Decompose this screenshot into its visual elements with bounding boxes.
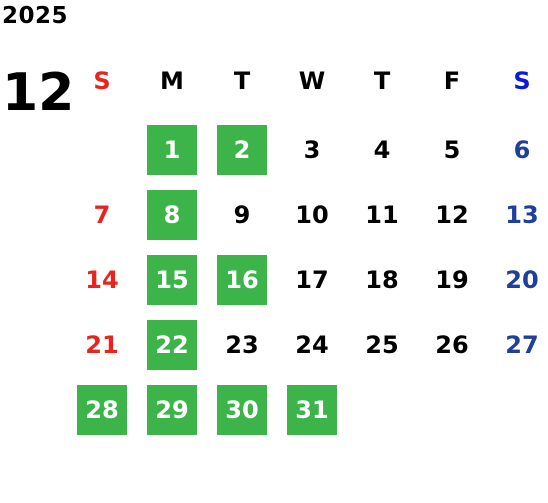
calendar-year: 2025 bbox=[2, 3, 69, 29]
day-cell-29[interactable]: 29 bbox=[147, 385, 197, 435]
day-cell-4[interactable]: 4 bbox=[373, 136, 391, 164]
weekday-header-wed: W bbox=[298, 67, 326, 95]
day-cell-21[interactable]: 21 bbox=[85, 331, 119, 359]
day-cell-22[interactable]: 22 bbox=[147, 320, 197, 370]
day-cell-14[interactable]: 14 bbox=[85, 266, 119, 294]
day-cell-5[interactable]: 5 bbox=[443, 136, 461, 164]
day-cell-6[interactable]: 6 bbox=[513, 136, 531, 164]
day-cell-23[interactable]: 23 bbox=[225, 331, 259, 359]
day-cell-10[interactable]: 10 bbox=[295, 201, 329, 229]
day-cell-3[interactable]: 3 bbox=[303, 136, 321, 164]
day-cell-26[interactable]: 26 bbox=[435, 331, 469, 359]
day-cell-19[interactable]: 19 bbox=[435, 266, 469, 294]
day-cell-20[interactable]: 20 bbox=[505, 266, 539, 294]
day-cell-15[interactable]: 15 bbox=[147, 255, 197, 305]
weekday-header-sat: S bbox=[513, 67, 531, 95]
day-cell-27[interactable]: 27 bbox=[505, 331, 539, 359]
weekday-header-thu: T bbox=[373, 67, 391, 95]
day-cell-8[interactable]: 8 bbox=[147, 190, 197, 240]
day-cell-24[interactable]: 24 bbox=[295, 331, 329, 359]
day-cell-1[interactable]: 1 bbox=[147, 125, 197, 175]
weekday-header-sun: S bbox=[93, 67, 111, 95]
day-cell-31[interactable]: 31 bbox=[287, 385, 337, 435]
day-cell-2[interactable]: 2 bbox=[217, 125, 267, 175]
weekday-header-tue: T bbox=[233, 67, 251, 95]
weekday-header-mon: M bbox=[160, 67, 184, 95]
calendar-month: 12 bbox=[2, 63, 75, 123]
day-cell-11[interactable]: 11 bbox=[365, 201, 399, 229]
day-cell-28[interactable]: 28 bbox=[77, 385, 127, 435]
day-cell-16[interactable]: 16 bbox=[217, 255, 267, 305]
day-cell-25[interactable]: 25 bbox=[365, 331, 399, 359]
day-cell-18[interactable]: 18 bbox=[365, 266, 399, 294]
day-cell-9[interactable]: 9 bbox=[233, 201, 251, 229]
day-cell-17[interactable]: 17 bbox=[295, 266, 329, 294]
day-cell-30[interactable]: 30 bbox=[217, 385, 267, 435]
day-cell-13[interactable]: 13 bbox=[505, 201, 539, 229]
day-cell-7[interactable]: 7 bbox=[93, 201, 111, 229]
weekday-header-fri: F bbox=[443, 67, 461, 95]
day-cell-12[interactable]: 12 bbox=[435, 201, 469, 229]
